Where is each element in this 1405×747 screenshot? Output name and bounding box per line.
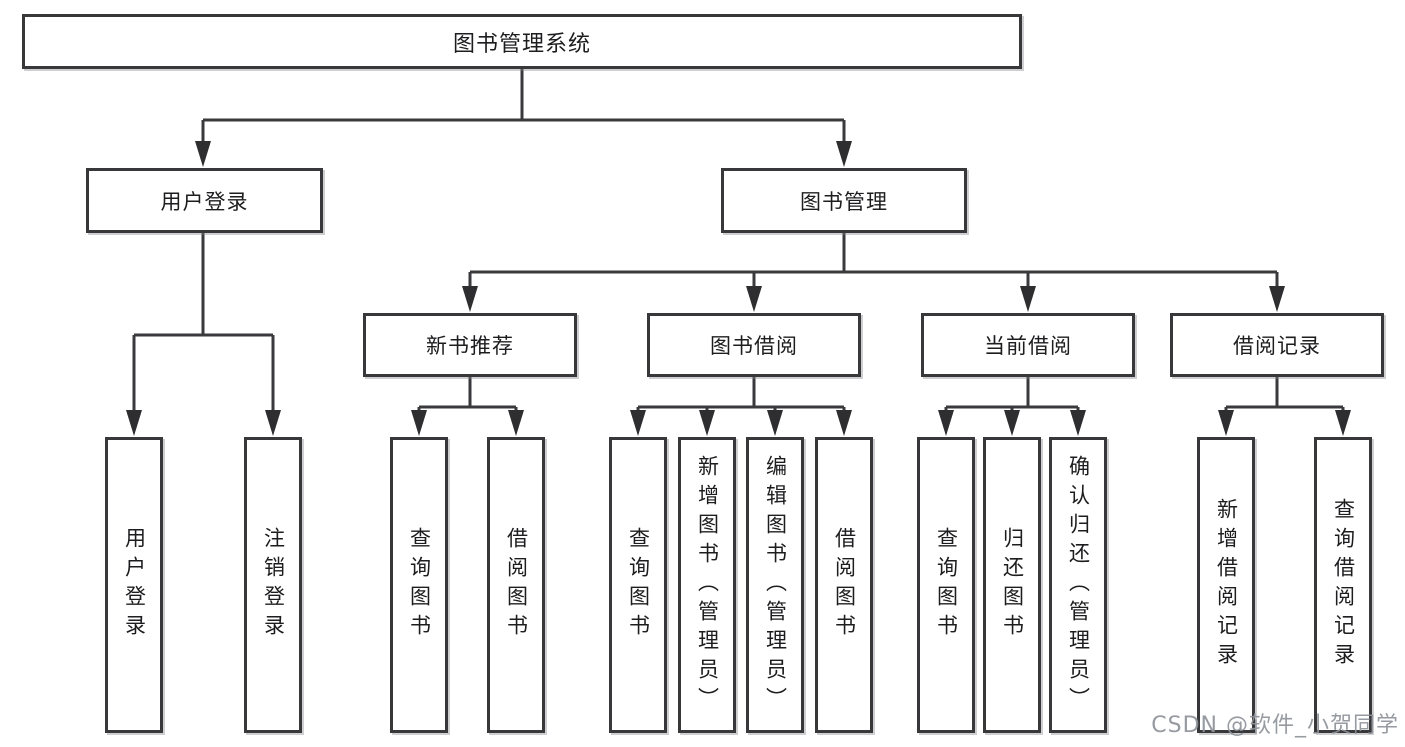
leaf-records-query-borrow-record: 查询借阅记录: [1314, 437, 1372, 733]
leaf-logout-label: 注销登录: [261, 527, 286, 643]
node-new-books: 新书推荐: [363, 313, 577, 377]
leaf-user-login-label: 用户登录: [122, 527, 147, 643]
leaf-records-add-borrow-record-label: 新增借阅记录: [1214, 498, 1239, 672]
leaf-current-borrow-return-books: 归还图书: [983, 437, 1041, 733]
arrowhead-icon: [1218, 410, 1234, 436]
leaf-book-borrow-borrow-books: 借阅图书: [815, 437, 873, 733]
arrowhead-icon: [411, 410, 427, 436]
connector-book-borrow-leaves: [636, 377, 846, 420]
node-root: 图书管理系统: [22, 14, 1022, 69]
leaf-records-query-borrow-record-label: 查询借阅记录: [1331, 498, 1356, 672]
csdn-watermark: CSDN @软件_小贺同学: [1151, 713, 1399, 738]
node-user-login-label: 用户登录: [160, 189, 249, 214]
arrowhead-icon: [1020, 286, 1036, 312]
arrowhead-icon: [836, 141, 852, 167]
leaf-book-borrow-borrow-books-label: 借阅图书: [832, 527, 857, 643]
node-book-mgmt-label: 图书管理: [800, 189, 888, 214]
leaf-book-borrow-query-books: 查询图书: [609, 437, 667, 733]
node-book-borrow: 图书借阅: [647, 313, 861, 377]
leaf-book-borrow-add-books-admin: 新增图书（管理员）: [678, 437, 736, 733]
arrowhead-icon: [126, 410, 142, 436]
arrowhead-icon: [699, 410, 715, 436]
connector-root-level2: [201, 68, 846, 150]
node-borrow-records-label: 借阅记录: [1233, 334, 1321, 358]
leaf-current-borrow-query-books: 查询图书: [917, 437, 975, 733]
leaf-new-books-query-books-label: 查询图书: [407, 527, 432, 643]
leaf-book-borrow-edit-books-admin-label: 编辑图书（管理员）: [763, 454, 788, 716]
leaf-book-borrow-query-books-label: 查询图书: [626, 527, 651, 643]
node-new-books-label: 新书推荐: [426, 334, 514, 358]
node-current-borrow: 当前借阅: [921, 313, 1135, 377]
arrowhead-icon: [767, 410, 783, 436]
node-book-borrow-label: 图书借阅: [710, 334, 798, 358]
leaf-new-books-borrow-books-label: 借阅图书: [504, 527, 529, 643]
connector-borrow-records-leaves: [1224, 377, 1345, 420]
leaf-records-add-borrow-record: 新增借阅记录: [1197, 437, 1255, 733]
arrowhead-icon: [1070, 410, 1086, 436]
leaf-book-borrow-edit-books-admin: 编辑图书（管理员）: [746, 437, 804, 733]
connector-user-login-leaves: [132, 233, 275, 420]
leaf-current-borrow-query-books-label: 查询图书: [934, 527, 959, 643]
arrowhead-icon: [265, 410, 281, 436]
arrowhead-icon: [508, 410, 524, 436]
leaf-current-borrow-confirm-return-admin-label: 确认归还（管理员）: [1066, 454, 1091, 716]
node-current-borrow-label: 当前借阅: [984, 334, 1072, 358]
arrowhead-icon: [1335, 410, 1351, 436]
arrowhead-icon: [462, 286, 478, 312]
leaf-current-borrow-return-books-label: 归还图书: [1000, 527, 1025, 643]
arrowhead-icon: [1269, 286, 1285, 312]
leaf-new-books-query-books: 查询图书: [390, 437, 448, 733]
node-user-login: 用户登录: [86, 168, 323, 233]
arrowhead-icon: [746, 286, 762, 312]
arrowhead-icon: [938, 410, 954, 436]
node-root-label: 图书管理系统: [452, 31, 591, 57]
arrowhead-icon: [1004, 410, 1020, 436]
arrowhead-icon: [630, 410, 646, 436]
leaf-new-books-borrow-books: 借阅图书: [487, 437, 545, 733]
leaf-user-login: 用户登录: [105, 437, 163, 733]
arrowhead-icon: [195, 141, 211, 167]
connector-book-mgmt-level3: [468, 233, 1279, 295]
node-book-mgmt: 图书管理: [721, 168, 967, 233]
node-borrow-records: 借阅记录: [1170, 313, 1384, 377]
leaf-current-borrow-confirm-return-admin: 确认归还（管理员）: [1049, 437, 1107, 733]
leaf-logout: 注销登录: [244, 437, 302, 733]
arrowhead-icon: [836, 410, 852, 436]
connector-new-books-leaves: [417, 377, 518, 420]
leaf-book-borrow-add-books-admin-label: 新增图书（管理员）: [695, 454, 720, 716]
